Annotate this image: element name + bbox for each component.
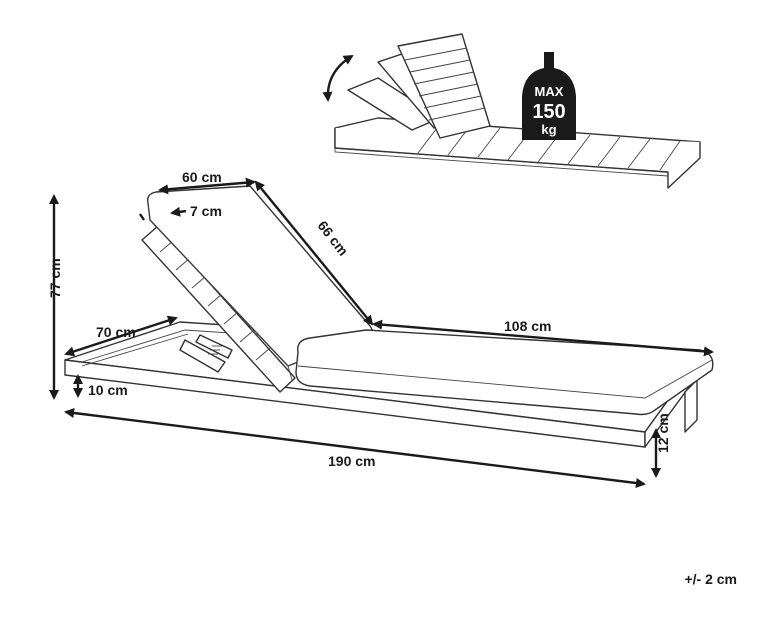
label-leg-height: 12 cm xyxy=(655,413,671,453)
dim-line-backrest-thickness xyxy=(170,206,187,217)
weight-max-text: MAX xyxy=(535,84,564,99)
weight-icon: MAX 150 kg xyxy=(522,52,576,140)
main-lounger xyxy=(64,185,714,448)
tolerance-note: +/- 2 cm xyxy=(684,571,737,587)
backrest-frame xyxy=(141,225,296,393)
label-total-length: 190 cm xyxy=(328,453,375,469)
label-frame-depth: 70 cm xyxy=(96,324,136,340)
label-backrest-width: 60 cm xyxy=(182,169,222,185)
dim-line-backrest-width xyxy=(157,177,257,195)
dim-line-seat-length xyxy=(371,319,715,357)
label-backrest-thickness: 7 cm xyxy=(190,203,222,219)
dim-line-frame-depth xyxy=(64,315,178,357)
rotate-arrow-icon xyxy=(322,54,354,103)
weight-value-text: 150 xyxy=(532,101,565,123)
inset-frame-front xyxy=(334,128,701,189)
dim-line-backrest-length xyxy=(254,180,374,326)
weight-unit-text: kg xyxy=(541,122,556,137)
label-seat-length: 108 cm xyxy=(504,318,551,334)
inset-illustration: MAX 150 kg xyxy=(322,33,701,189)
backrest-support xyxy=(179,334,233,373)
label-height: 77 cm xyxy=(47,258,63,298)
dim-line-total-length xyxy=(63,407,647,489)
label-backrest-length: 66 cm xyxy=(314,218,351,259)
label-frame-height: 10 cm xyxy=(88,382,128,398)
dimension-lines xyxy=(48,177,715,489)
